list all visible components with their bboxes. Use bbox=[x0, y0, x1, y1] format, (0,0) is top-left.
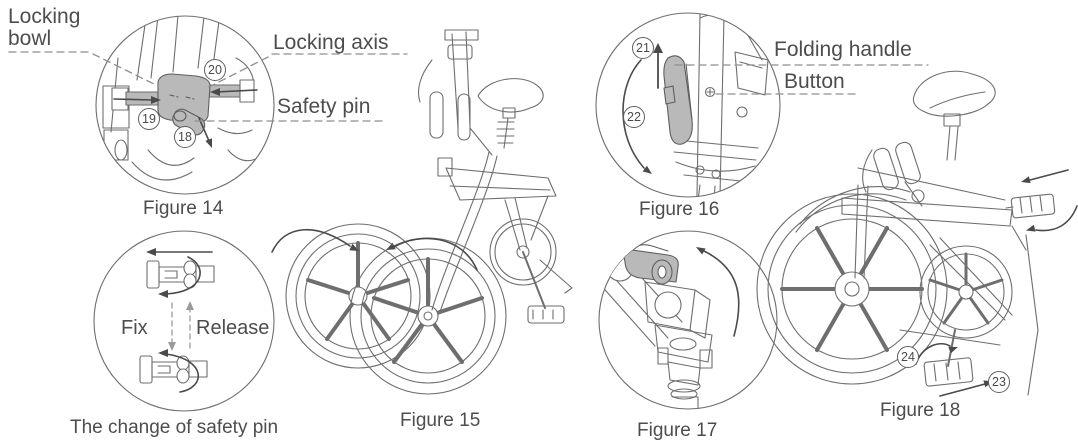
figure16-caption: Figure 16 bbox=[639, 199, 720, 220]
figure18-caption: Figure 18 bbox=[880, 400, 961, 421]
fig18-handlebar bbox=[862, 141, 925, 207]
fig16-folding-handle bbox=[663, 55, 693, 145]
arrow-fold-pedal-bottom-icon bbox=[939, 380, 993, 397]
fig15-front-wheel bbox=[349, 237, 507, 395]
figure14-caption: Figure 14 bbox=[143, 198, 224, 219]
fig18-top-pedal bbox=[1005, 193, 1056, 219]
arrow-wheels-together-icon bbox=[386, 237, 478, 271]
arrow-push-saddle-icon bbox=[1021, 169, 1069, 184]
arrow-pin-down-icon bbox=[198, 117, 212, 148]
figure15-caption: Figure 15 bbox=[400, 410, 481, 431]
arrow-push-right-axis-icon bbox=[210, 88, 258, 96]
callout-22: 22 bbox=[623, 106, 645, 128]
fig18-saddle bbox=[912, 70, 996, 161]
figure14-detail-view bbox=[95, 15, 275, 195]
figure14-leader-lines bbox=[8, 51, 408, 122]
callout-19: 19 bbox=[138, 108, 160, 130]
fig18-frame bbox=[841, 167, 1039, 396]
fig15-frame bbox=[437, 157, 573, 294]
figure18-bike bbox=[756, 70, 1078, 397]
fig16-button bbox=[663, 85, 676, 105]
figure17-detail-view bbox=[598, 230, 778, 410]
arrow-pin-slide-left-icon bbox=[146, 248, 213, 256]
fig15-handlebar bbox=[417, 29, 479, 141]
arrow-fold-pedal-top-icon bbox=[1026, 205, 1078, 232]
arrow-release-direction-icon bbox=[186, 301, 194, 349]
arrow-pin-rotate-bottom-icon bbox=[158, 349, 199, 393]
safety-pin-change-caption: The change of safety pin bbox=[70, 417, 279, 438]
callout-18: 18 bbox=[174, 126, 196, 148]
fig15-rear-wheel bbox=[285, 223, 431, 369]
arrow-fold-frame-icon bbox=[271, 228, 359, 253]
fig18-front-wheel bbox=[756, 186, 948, 385]
arrow-handlebar-fold-icon bbox=[622, 59, 652, 174]
arrow-handle-up-icon bbox=[653, 43, 663, 89]
fig15-crank-pedal bbox=[489, 218, 565, 324]
safety-pin-change-diagram bbox=[93, 230, 275, 412]
fix-label: Fix bbox=[121, 317, 148, 339]
figure15-bike bbox=[271, 29, 573, 395]
safety-pin-label: Safety pin bbox=[277, 95, 371, 118]
locking-bowl-label: Locking bowl bbox=[8, 5, 81, 51]
callout-21: 21 bbox=[632, 37, 654, 59]
callout-24: 24 bbox=[897, 346, 919, 368]
callout-20: 20 bbox=[204, 59, 226, 81]
locking-axis-label: Locking axis bbox=[273, 31, 389, 54]
callout-23: 23 bbox=[988, 371, 1010, 393]
arrow-stem-fold-icon bbox=[696, 247, 740, 337]
safety-pin-fixed bbox=[146, 260, 215, 289]
figure16-detail-view bbox=[595, 12, 781, 198]
fig15-saddle bbox=[477, 78, 544, 149]
button-label: Button bbox=[784, 70, 845, 93]
figure16-leader-lines bbox=[674, 64, 929, 95]
folding-handle-label: Folding handle bbox=[774, 38, 912, 61]
arrow-push-left-axis-icon bbox=[113, 96, 161, 104]
fig15-fork bbox=[431, 151, 490, 311]
fig18-rear-wheel bbox=[919, 245, 1013, 339]
arrow-fix-direction-icon bbox=[168, 302, 176, 351]
figure17-caption: Figure 17 bbox=[637, 420, 718, 441]
release-label: Release bbox=[196, 317, 270, 339]
arrow-pin-rotate-top-icon bbox=[158, 256, 201, 298]
